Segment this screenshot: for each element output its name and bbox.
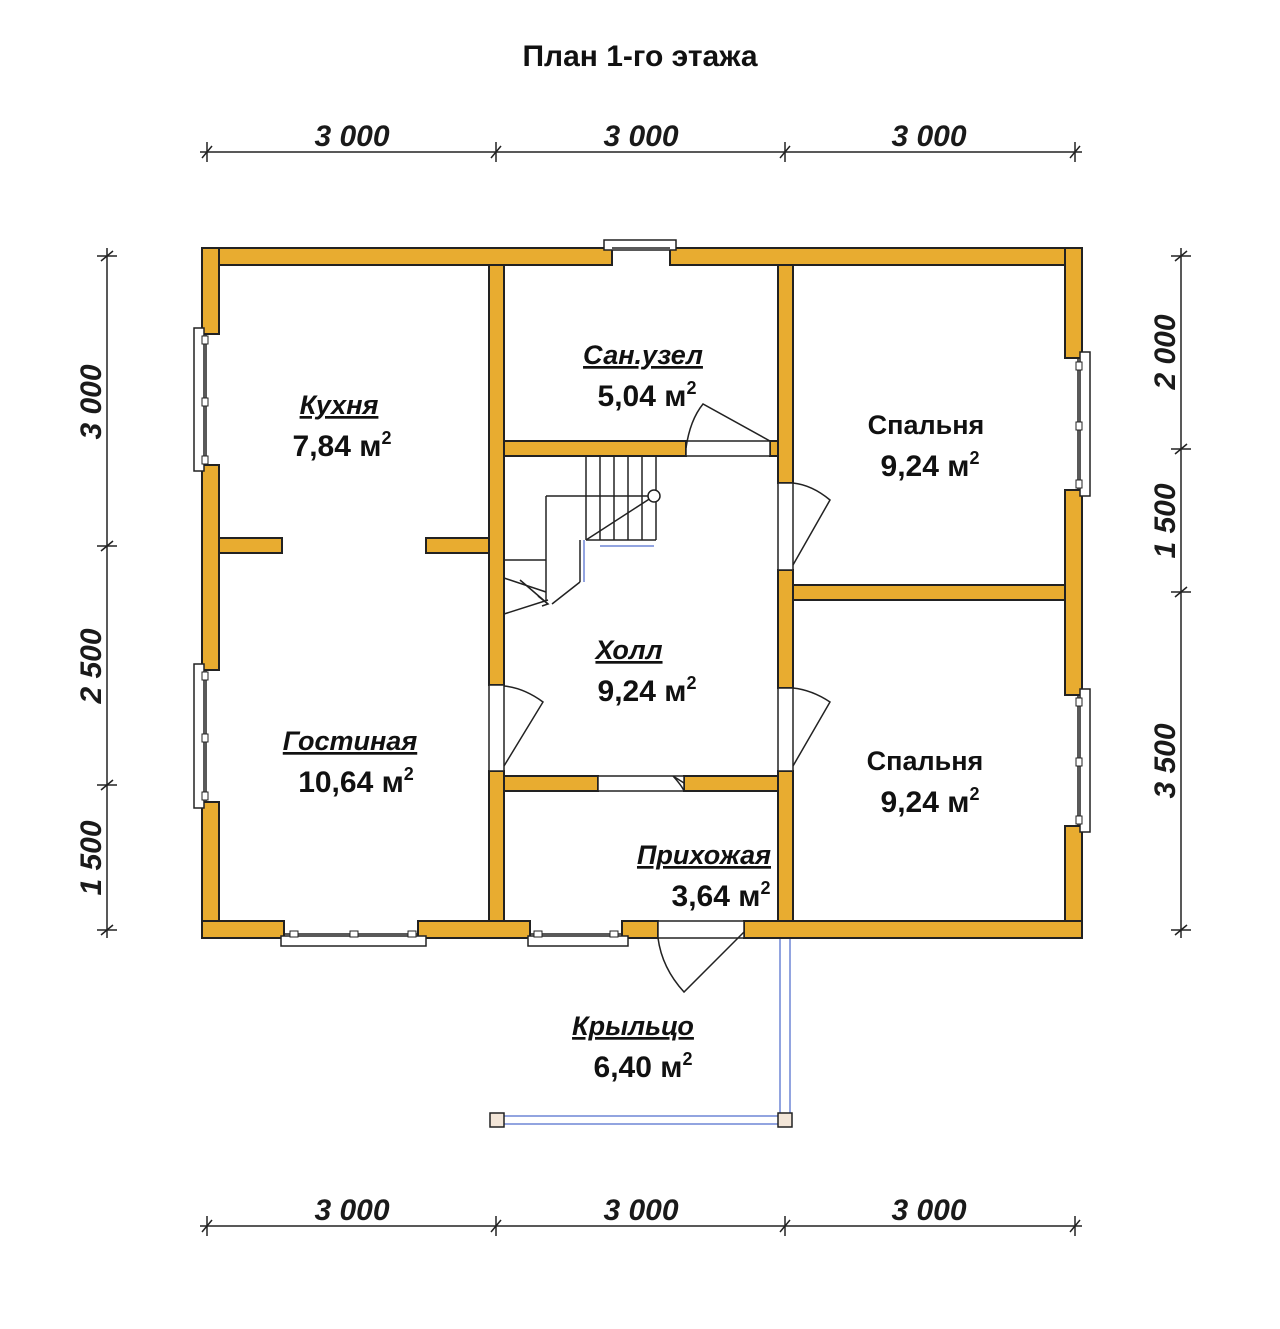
room-kitchen-area: 7,84 м2	[293, 428, 392, 463]
dim-left-3: 1 500	[75, 820, 108, 895]
room-porch-area: 6,40 м2	[594, 1049, 693, 1084]
room-hall-name: Холл	[593, 635, 662, 665]
dimension-left: 3 000 2 500 1 500	[75, 248, 117, 938]
dim-left-2: 2 500	[75, 628, 108, 704]
dim-top-3: 3 000	[891, 120, 966, 153]
plan-title: План 1-го этажа	[522, 40, 757, 73]
room-porch-name: Крыльцо	[572, 1011, 694, 1041]
porch-outline	[489, 938, 793, 1128]
windows	[193, 239, 1091, 947]
dimension-top: 3 000 3 000 3 000	[200, 120, 1082, 162]
dim-top-1: 3 000	[314, 120, 389, 153]
room-bed2-name: Спальня	[867, 746, 984, 776]
room-bath-area: 5,04 м2	[598, 378, 697, 413]
porch-post-right	[777, 1112, 793, 1128]
doors	[488, 403, 832, 994]
walls	[201, 247, 1083, 939]
room-kitchen-name: Кухня	[300, 390, 379, 420]
room-entry-name: Прихожая	[637, 840, 771, 870]
room-living-name: Гостиная	[283, 726, 418, 756]
room-bed1-area: 9,24 м2	[881, 448, 980, 483]
dim-top-2: 3 000	[603, 120, 678, 153]
room-entry-area: 3,64 м2	[672, 878, 771, 913]
room-hall-area: 9,24 м2	[598, 673, 697, 708]
dim-left-1: 3 000	[75, 364, 108, 439]
staircase	[503, 456, 661, 615]
dimension-right: 2 000 1 500 3 500	[1149, 248, 1191, 938]
dim-bottom-2: 3 000	[603, 1194, 678, 1227]
dim-right-2: 1 500	[1149, 483, 1182, 558]
dim-right-1: 2 000	[1149, 314, 1182, 390]
dim-bottom-1: 3 000	[314, 1194, 389, 1227]
room-labels: Кухня 7,84 м2 Гостиная 10,64 м2 Сан.узел…	[283, 340, 985, 1084]
room-living-area: 10,64 м2	[298, 764, 414, 799]
dimension-bottom: 3 000 3 000 3 000	[200, 1194, 1082, 1236]
dim-bottom-3: 3 000	[891, 1194, 966, 1227]
room-bath-name: Сан.узел	[583, 340, 703, 370]
porch-post-left	[489, 1112, 505, 1128]
dim-right-3: 3 500	[1149, 723, 1182, 798]
room-bed1-name: Спальня	[868, 410, 985, 440]
room-bed2-area: 9,24 м2	[881, 784, 980, 819]
